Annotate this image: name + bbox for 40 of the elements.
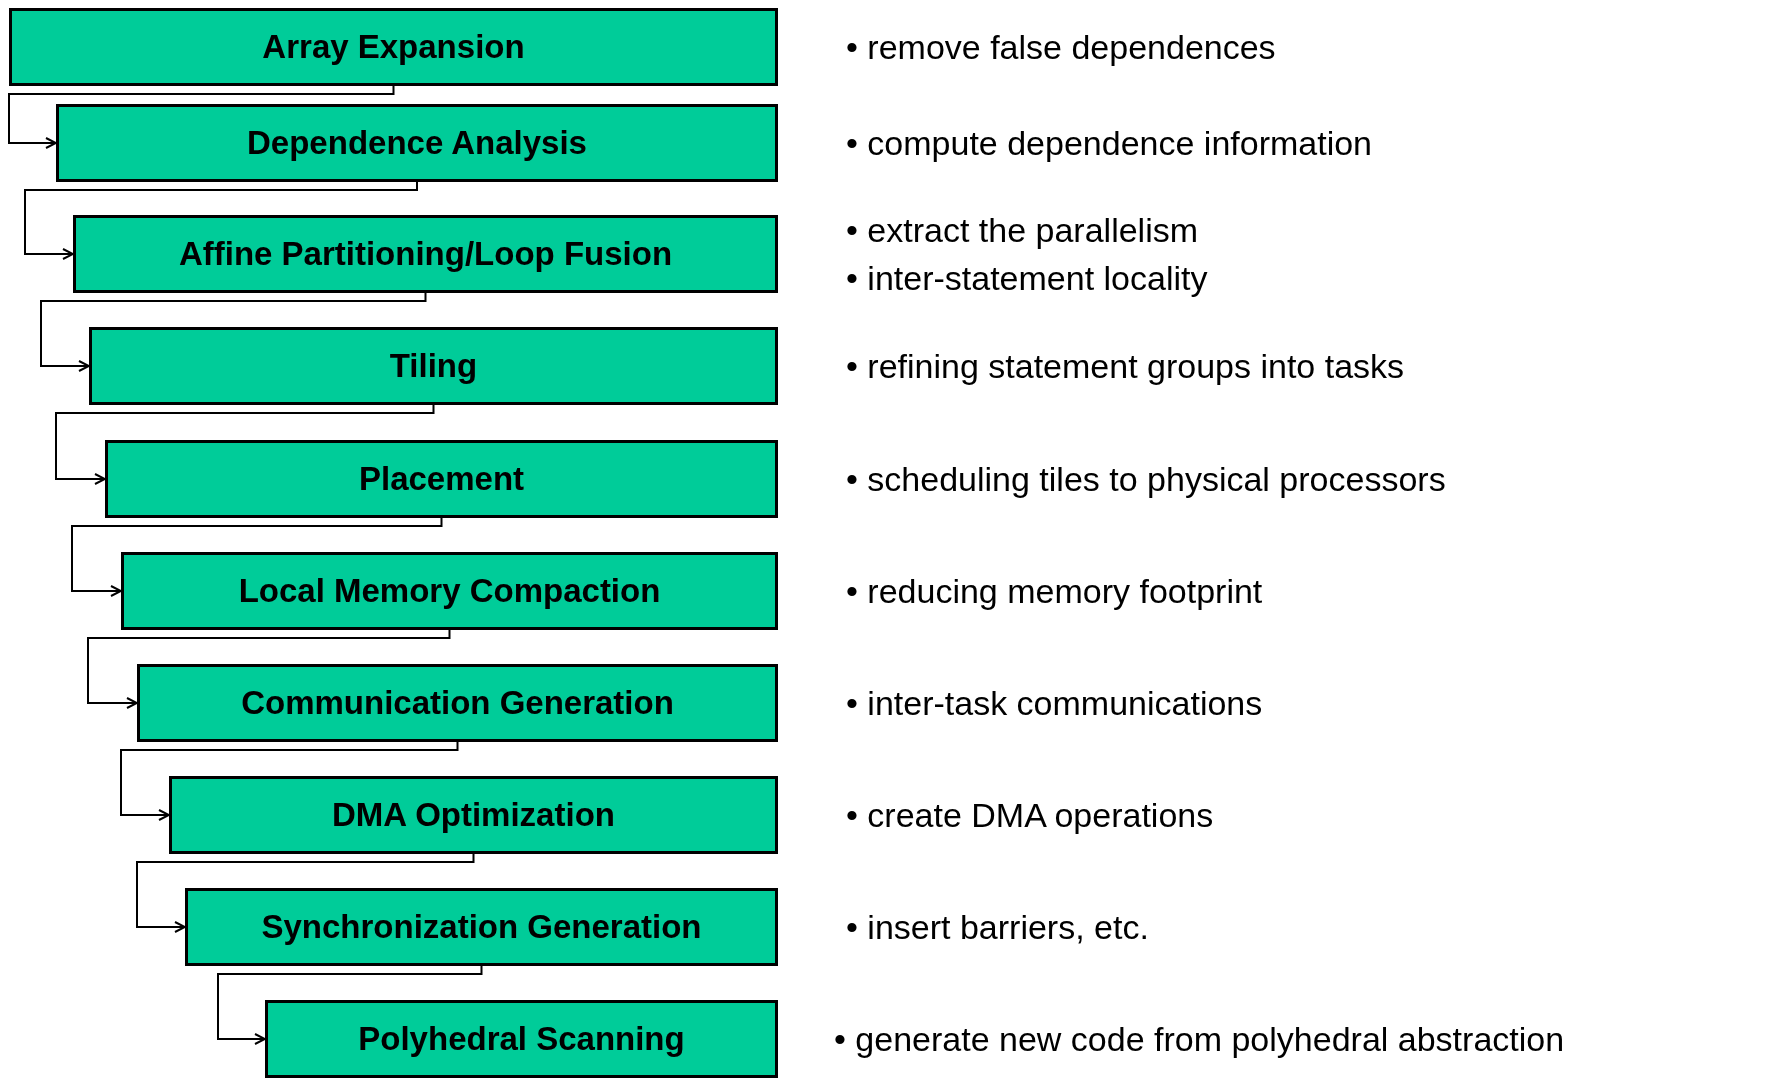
connector-arrow	[40, 292, 427, 372]
process-box	[105, 440, 778, 518]
connector-arrow	[8, 85, 395, 149]
step-description: • insert barriers, etc.	[846, 907, 1149, 948]
process-box	[56, 104, 778, 182]
step-description: • scheduling tiles to physical processors	[846, 459, 1446, 500]
process-box	[9, 8, 778, 86]
connector-arrow	[217, 965, 483, 1045]
connector-arrow	[24, 181, 418, 260]
step-title: Synchronization Generation	[261, 907, 702, 948]
step-title: Placement	[358, 459, 525, 500]
step-description: • inter-task communications	[846, 683, 1263, 724]
step-title: Affine Partitioning/Loop Fusion	[178, 234, 673, 275]
process-box	[121, 552, 778, 630]
process-box	[169, 776, 778, 854]
step-description: • generate new code from polyhedral abstraction	[834, 1019, 1565, 1060]
process-box	[185, 888, 778, 966]
step-description: • remove false dependences	[846, 27, 1276, 68]
process-box	[89, 327, 778, 405]
process-box	[137, 664, 778, 742]
connector-arrow	[120, 741, 459, 821]
step-description: • reducing memory footprint	[846, 571, 1263, 612]
connector-arrow	[71, 517, 443, 597]
step-description: • create DMA operations	[846, 795, 1214, 836]
step-description: • extract the parallelism	[846, 210, 1200, 251]
step-title: Dependence Analysis	[247, 123, 587, 164]
step-title: DMA Optimization	[332, 795, 615, 836]
connector-arrow	[55, 404, 435, 485]
step-description: • compute dependence information	[846, 123, 1373, 164]
step-title: Tiling	[389, 346, 478, 387]
step-description: • refining statement groups into tasks	[846, 346, 1405, 387]
step-title: Communication Generation	[241, 683, 674, 724]
process-box	[265, 1000, 778, 1078]
step-title: Array Expansion	[262, 27, 525, 68]
connector-arrow	[136, 853, 475, 933]
connector-arrow	[87, 629, 451, 709]
step-title: Polyhedral Scanning	[358, 1019, 685, 1060]
step-title: Local Memory Compaction	[238, 571, 661, 612]
step-description: • inter-statement locality	[846, 258, 1208, 299]
process-box	[73, 215, 778, 293]
